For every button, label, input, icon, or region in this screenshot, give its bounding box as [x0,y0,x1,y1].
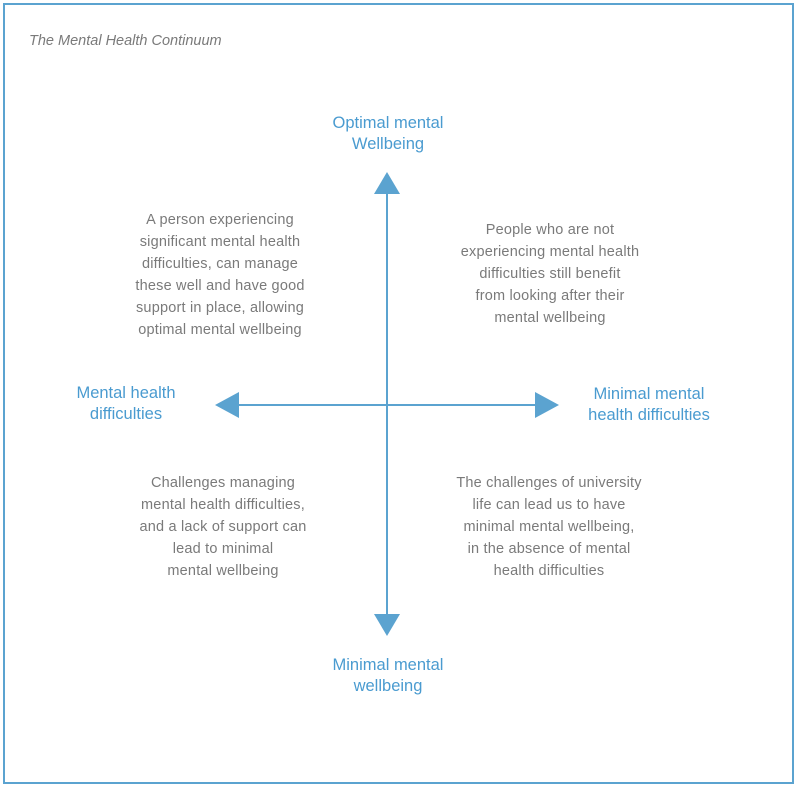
quadrant-bottom-left-text: Challenges managing mental health diffic… [139,475,307,579]
arrow-right [535,392,559,418]
diagram-title: The Mental Health Continuum [29,33,222,49]
axis-label-left: Mental health difficulties [76,384,176,423]
axis-label-top: Optimal mental Wellbeing [332,114,444,153]
arrow-up [374,172,400,194]
axis-label-right: Minimal mental health difficulties [588,385,710,424]
quadrant-top-right-text: People who are not experiencing mental h… [460,222,640,326]
arrow-left [215,392,239,418]
axis-label-bottom: Minimal mental wellbeing [332,656,444,695]
arrow-down [374,614,400,636]
quadrant-bottom-right-text: The challenges of university life can le… [456,475,642,579]
diagram-frame [3,3,794,784]
quadrant-top-left-text: A person experiencing significant mental… [135,212,305,338]
